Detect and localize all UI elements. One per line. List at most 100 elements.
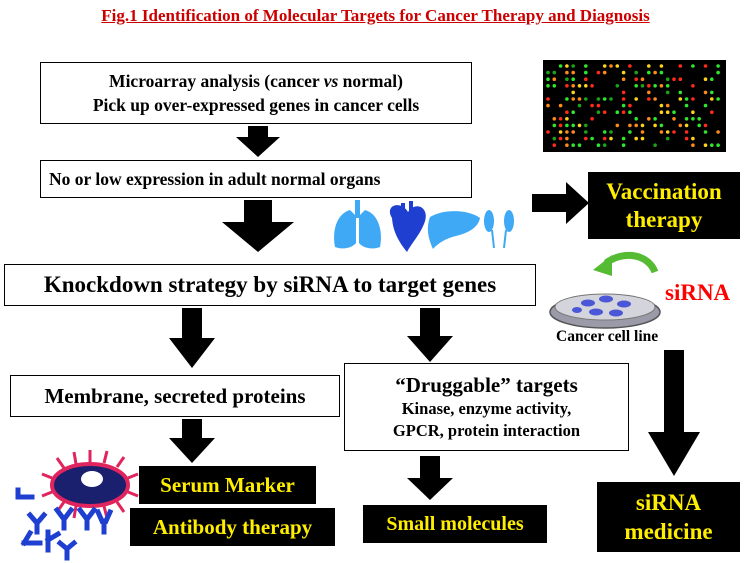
microarray-spot (672, 130, 676, 134)
microarray-spot (602, 143, 607, 147)
microarray-spot (584, 136, 588, 141)
microarray-spot (684, 97, 689, 101)
microarray-spot (621, 136, 626, 141)
microarray-spot (716, 97, 720, 101)
microarray-spot (584, 77, 588, 81)
microarray-spot (565, 64, 569, 68)
microarray-spot (577, 143, 582, 147)
microarray-spot (546, 77, 550, 81)
microarray-spot (571, 130, 575, 134)
microarray-spot (621, 110, 626, 114)
microarray-spot (647, 70, 651, 75)
microarray-spot (558, 130, 563, 134)
microarray-spot (672, 110, 676, 114)
microarray-spot (653, 117, 657, 121)
microarray-spot (552, 143, 557, 147)
microarray-spot (558, 117, 563, 121)
microarray-spot (691, 143, 695, 147)
microarray-spot (602, 97, 607, 101)
microarray-spot (577, 103, 582, 108)
microarray-spot (565, 77, 569, 81)
microarray-spot (653, 143, 657, 147)
cancer-cell-icon (41, 450, 139, 519)
small-molecules-box: Small molecules (363, 505, 547, 543)
knockdown-box: Knockdown strategy by siRNA to target ge… (4, 264, 536, 306)
microarray-spot (659, 123, 664, 128)
microarray-spot (703, 64, 708, 68)
green-arrowhead (593, 255, 612, 276)
microarray-spot (621, 103, 626, 108)
microarray-spot (628, 110, 632, 114)
microarray-spot (665, 110, 670, 114)
heart-icon (389, 201, 426, 252)
microarray-spot (590, 84, 594, 88)
microarray-spot (546, 97, 550, 101)
green-curved-arrow (603, 251, 659, 274)
lungs-icon (334, 200, 381, 249)
microarray-spot (615, 64, 620, 68)
microarray-spot (716, 130, 720, 134)
microarray-spot (647, 84, 651, 88)
liver-icon (427, 211, 480, 249)
microarray-spot (602, 70, 607, 75)
microarray-spot (691, 117, 695, 121)
cancer-cell-nucleus (81, 471, 103, 487)
antibody-therapy-box: Antibody therapy (130, 508, 335, 546)
microarray-spot (609, 130, 613, 134)
microarray-spot (697, 117, 701, 121)
microarray-spot (710, 110, 714, 114)
arrow-down-3 (169, 308, 215, 368)
microarray-spot (697, 123, 701, 128)
microarray-line2: Pick up over-expressed genes in cancer c… (92, 95, 420, 115)
microarray-spot (665, 84, 670, 88)
microarray-spot (565, 110, 569, 114)
normal-expression-box: No or low expression in adult normal org… (40, 160, 472, 198)
microarray-spot (684, 136, 689, 141)
arrow-right-vaccination (532, 182, 589, 224)
microarray-spot (647, 90, 651, 95)
druggable-box: “Druggable” targets Kinase, enzyme activ… (344, 363, 629, 451)
membrane-box: Membrane, secreted proteins (10, 375, 340, 417)
microarray-spot (584, 64, 588, 68)
microarray-spot (546, 84, 550, 88)
microarray-spot (584, 70, 588, 75)
microarray-spot (703, 143, 708, 147)
microarray-spot (684, 117, 689, 121)
cancer-cell-line-label: Cancer cell line (556, 328, 659, 345)
microarray-spot (546, 130, 550, 134)
microarray-spot (571, 70, 575, 75)
microarray-spot (584, 130, 588, 134)
kidneys-icon (484, 210, 514, 249)
microarray-spot (615, 84, 620, 88)
microarray-spot (571, 110, 575, 114)
microarray-spot (565, 117, 569, 121)
microarray-spot (546, 70, 550, 75)
microarray-spot (609, 97, 613, 101)
microarray-spot (596, 110, 601, 114)
petri-dish-icon (549, 293, 661, 329)
microarray-spot (703, 123, 708, 128)
microarray-spot (621, 97, 626, 101)
microarray-spot (691, 97, 695, 101)
microarray-spot (596, 103, 601, 108)
microarray-spot (552, 136, 557, 141)
microarray-spot (602, 136, 607, 141)
microarray-spot (596, 97, 601, 101)
microarray-spot (565, 143, 569, 147)
microarray-spot (602, 64, 607, 68)
microarray-spot (640, 77, 645, 81)
microarray-spot (615, 123, 620, 128)
microarray-spot (596, 70, 601, 75)
microarray-spot (565, 136, 569, 141)
microarray-spot (609, 64, 613, 68)
microarray-spot (647, 64, 651, 68)
microarray-spot (577, 84, 582, 88)
microarray-spot (571, 123, 575, 128)
microarray-spot (665, 103, 670, 108)
microarray-spot (590, 103, 594, 108)
microarray-spot (710, 77, 714, 81)
microarray-spot (634, 70, 638, 75)
microarray-spot (634, 77, 638, 81)
microarray-spot (665, 90, 670, 95)
